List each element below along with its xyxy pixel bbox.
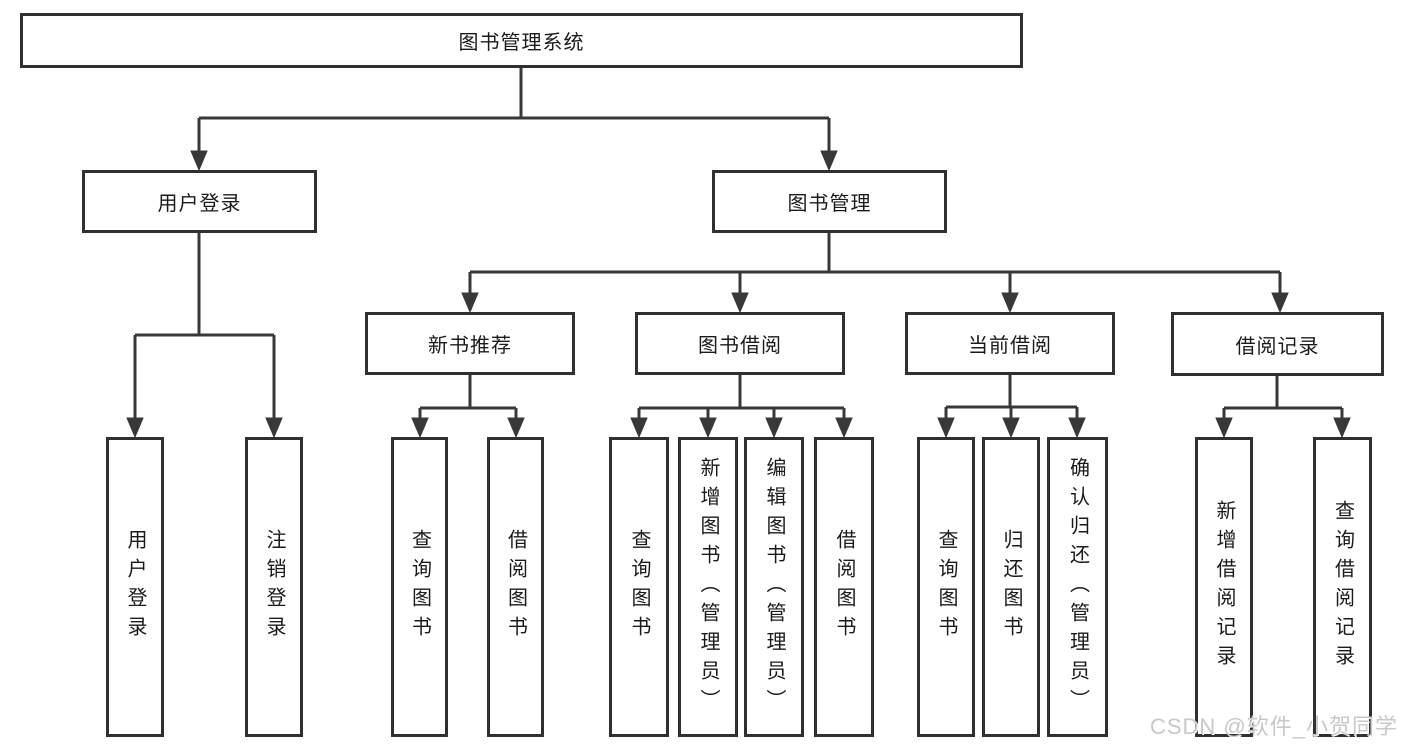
node-current-borrow: 当前借阅 bbox=[905, 312, 1115, 375]
leaf-edit-book-admin: 编辑图书（管理员） bbox=[744, 437, 804, 737]
leaf-add-borrow-record: 新增借阅记录 bbox=[1195, 437, 1253, 737]
leaf-return-book: 归还图书 bbox=[982, 437, 1040, 737]
node-book-borrow: 图书借阅 bbox=[635, 312, 845, 375]
leaf-confirm-return-admin: 确认归还（管理员） bbox=[1047, 437, 1108, 737]
leaf-add-book-admin: 新增图书（管理员） bbox=[678, 437, 738, 737]
leaf-query-book-recommend-label: 查询图书 bbox=[408, 529, 431, 645]
leaf-logout: 注销登录 bbox=[245, 437, 303, 737]
leaf-query-book-recommend: 查询图书 bbox=[391, 437, 448, 737]
node-root: 图书管理系统 bbox=[20, 13, 1023, 68]
leaf-query-book-borrow: 查询图书 bbox=[609, 437, 669, 737]
leaf-user-login: 用户登录 bbox=[106, 437, 164, 737]
leaf-query-book-borrow-label: 查询图书 bbox=[628, 529, 650, 645]
node-new-book-recommend: 新书推荐 bbox=[365, 312, 575, 375]
leaf-query-borrow-record-label: 查询借阅记录 bbox=[1331, 500, 1354, 674]
leaf-query-book-current-label: 查询图书 bbox=[935, 529, 957, 645]
leaf-query-borrow-record: 查询借阅记录 bbox=[1313, 437, 1372, 737]
leaf-borrow-book: 借阅图书 bbox=[814, 437, 874, 737]
leaf-borrow-book-label: 借阅图书 bbox=[833, 529, 855, 645]
node-book-management: 图书管理 bbox=[712, 170, 947, 233]
node-user-login: 用户登录 bbox=[82, 170, 317, 233]
leaf-return-book-label: 归还图书 bbox=[1000, 529, 1022, 645]
watermark: CSDN @软件_小贺同学 bbox=[1149, 714, 1398, 739]
leaf-add-borrow-record-label: 新增借阅记录 bbox=[1213, 500, 1235, 674]
leaf-logout-label: 注销登录 bbox=[263, 529, 285, 645]
leaf-borrow-book-recommend: 借阅图书 bbox=[487, 437, 544, 737]
leaf-edit-book-admin-label: 编辑图书（管理员） bbox=[763, 456, 785, 718]
leaf-query-book-current: 查询图书 bbox=[917, 437, 975, 737]
leaf-confirm-return-admin-label: 确认归还（管理员） bbox=[1066, 456, 1089, 718]
node-borrow-record: 借阅记录 bbox=[1171, 312, 1384, 376]
leaf-borrow-book-recommend-label: 借阅图书 bbox=[504, 529, 527, 645]
leaf-user-login-label: 用户登录 bbox=[124, 529, 146, 645]
leaf-add-book-admin-label: 新增图书（管理员） bbox=[697, 456, 719, 718]
